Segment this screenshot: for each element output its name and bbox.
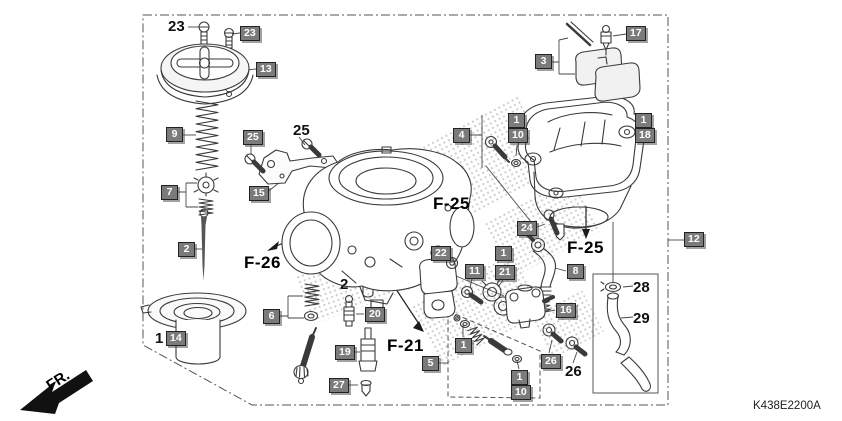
parts (140, 21, 651, 397)
part-badge-12-31[interactable]: 12 (684, 232, 704, 247)
figure-ref-F-25-3[interactable]: F-25 (567, 238, 604, 257)
diagram-part-code: K438E2200A (753, 400, 821, 412)
part-badge-7-3[interactable]: 7 (161, 185, 178, 200)
part-badge-9-2[interactable]: 9 (166, 127, 183, 142)
part-callout-23-0[interactable]: 23 (168, 18, 185, 35)
part-badge-20-9[interactable]: 20 (365, 307, 385, 322)
part-badge-16-29[interactable]: 16 (556, 303, 576, 318)
diagram-border (142, 14, 669, 406)
part-badge-22-12[interactable]: 22 (431, 246, 451, 261)
part-badge-13-1[interactable]: 13 (256, 62, 276, 77)
figure-ref-F-25-0[interactable]: F-25 (433, 194, 470, 213)
part-callout-25-1[interactable]: 25 (293, 122, 310, 139)
f26-arrowhead (267, 241, 279, 251)
fr-direction-arrow (20, 370, 93, 414)
part-badge-3-23[interactable]: 3 (535, 54, 552, 69)
part-badge-26-30[interactable]: 26 (541, 354, 561, 369)
part-callout-29-6[interactable]: 29 (633, 310, 650, 327)
f21-arrowhead (413, 321, 424, 332)
hose-sub-box (592, 273, 659, 394)
part-badge-10-19[interactable]: 10 (511, 385, 531, 400)
jet-set-dashed-box (447, 310, 541, 399)
part-badge-19-10[interactable]: 19 (335, 345, 355, 360)
part-badge-11-13[interactable]: 11 (465, 264, 485, 279)
part-callout-26-4[interactable]: 26 (565, 363, 582, 380)
figure-ref-F-26-1[interactable]: F-26 (244, 253, 281, 272)
part-badge-8-28[interactable]: 8 (567, 264, 584, 279)
part-badge-1-14[interactable]: 1 (495, 246, 512, 261)
part-callout-1-3[interactable]: 1 (155, 330, 164, 347)
part-badge-1-18[interactable]: 1 (511, 370, 528, 385)
part-badge-1-21[interactable]: 1 (508, 113, 525, 128)
part-badge-25-6[interactable]: 25 (243, 130, 263, 145)
part-badge-14-5[interactable]: 14 (166, 331, 186, 346)
part-badge-27-11[interactable]: 27 (329, 378, 349, 393)
part-badge-21-15[interactable]: 21 (495, 265, 515, 280)
part-badge-15-7[interactable]: 15 (249, 186, 269, 201)
part-badge-17-24[interactable]: 17 (626, 26, 646, 41)
part-callout-2-2[interactable]: 2 (340, 276, 349, 293)
part-badge-4-20[interactable]: 4 (453, 128, 470, 143)
part-callout-28-5[interactable]: 28 (633, 279, 650, 296)
part-badge-1-25[interactable]: 1 (635, 113, 652, 128)
part-badge-2-4[interactable]: 2 (178, 242, 195, 257)
part-badge-1-17[interactable]: 1 (455, 338, 472, 353)
part-badge-10-22[interactable]: 10 (508, 128, 528, 143)
part-badge-18-26[interactable]: 18 (635, 128, 655, 143)
part-badge-23-0[interactable]: 23 (240, 26, 260, 41)
part-badge-5-16[interactable]: 5 (422, 356, 439, 371)
figure-ref-F-21-2[interactable]: F-21 (387, 336, 424, 355)
part-badge-6-8[interactable]: 6 (263, 309, 280, 324)
part-badge-24-27[interactable]: 24 (517, 221, 537, 236)
f25b-arrowhead (582, 229, 590, 239)
